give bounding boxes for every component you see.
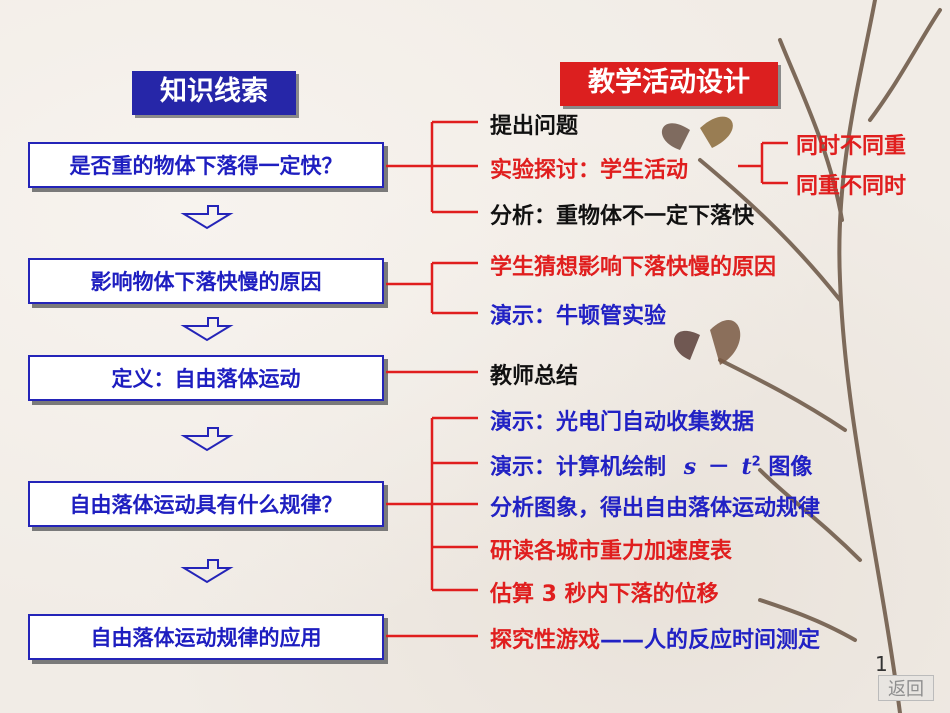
activity-item-graph: 演示：计算机绘制 s － t2 图像 — [490, 449, 812, 481]
down-arrow-icon — [180, 427, 234, 452]
activity-heading: 教学活动设计 — [560, 62, 778, 106]
activity-item: 分析：重物体不一定下落快 — [490, 204, 755, 229]
activity-item: 分析图象，得出自由落体运动规律 — [490, 496, 821, 521]
knowledge-box: 自由落体运动规律的应用 — [28, 614, 384, 660]
page-number: 1 — [875, 652, 888, 676]
activity-item: 提出问题 — [490, 114, 579, 139]
minus-sign: － — [707, 455, 730, 480]
var-t: t — [741, 454, 752, 480]
activity-item: 演示：光电门自动收集数据 — [490, 410, 755, 435]
activity-item: 教师总结 — [490, 364, 579, 389]
activity-item: 估算 3 秒内下落的位移 — [490, 582, 719, 607]
knowledge-box: 定义：自由落体运动 — [28, 355, 384, 401]
sub-item: 同时不同重 — [796, 134, 907, 159]
exponent: 2 — [751, 454, 761, 470]
knowledge-box: 影响物体下落快慢的原因 — [28, 258, 384, 304]
sub-item: 同重不同时 — [796, 174, 907, 199]
activity-text: ——人的反应时间测定 — [600, 628, 821, 653]
down-arrow-icon — [180, 559, 234, 584]
butterfly-icon — [661, 116, 733, 150]
knowledge-box: 自由落体运动具有什么规律？ — [28, 481, 384, 527]
down-arrow-icon — [180, 317, 234, 342]
activity-text: 图像 — [768, 455, 813, 480]
activity-item-game: 探究性游戏——人的反应时间测定 — [490, 622, 820, 654]
knowledge-box: 是否重的物体下落得一定快？ — [28, 142, 384, 188]
var-s: s — [683, 454, 697, 480]
activity-item: 演示：牛顿管实验 — [490, 304, 667, 329]
activity-item: 学生猜想影响下落快慢的原因 — [490, 255, 777, 280]
down-arrow-icon — [180, 205, 234, 230]
activity-text: 探究性游戏 — [490, 628, 601, 653]
back-button[interactable]: 返回 — [878, 675, 934, 701]
activity-item: 实验探讨：学生活动 — [490, 158, 689, 183]
knowledge-heading: 知识线索 — [132, 71, 296, 115]
activity-item: 研读各城市重力加速度表 — [490, 539, 733, 564]
activity-text: 演示：计算机绘制 — [490, 455, 667, 480]
